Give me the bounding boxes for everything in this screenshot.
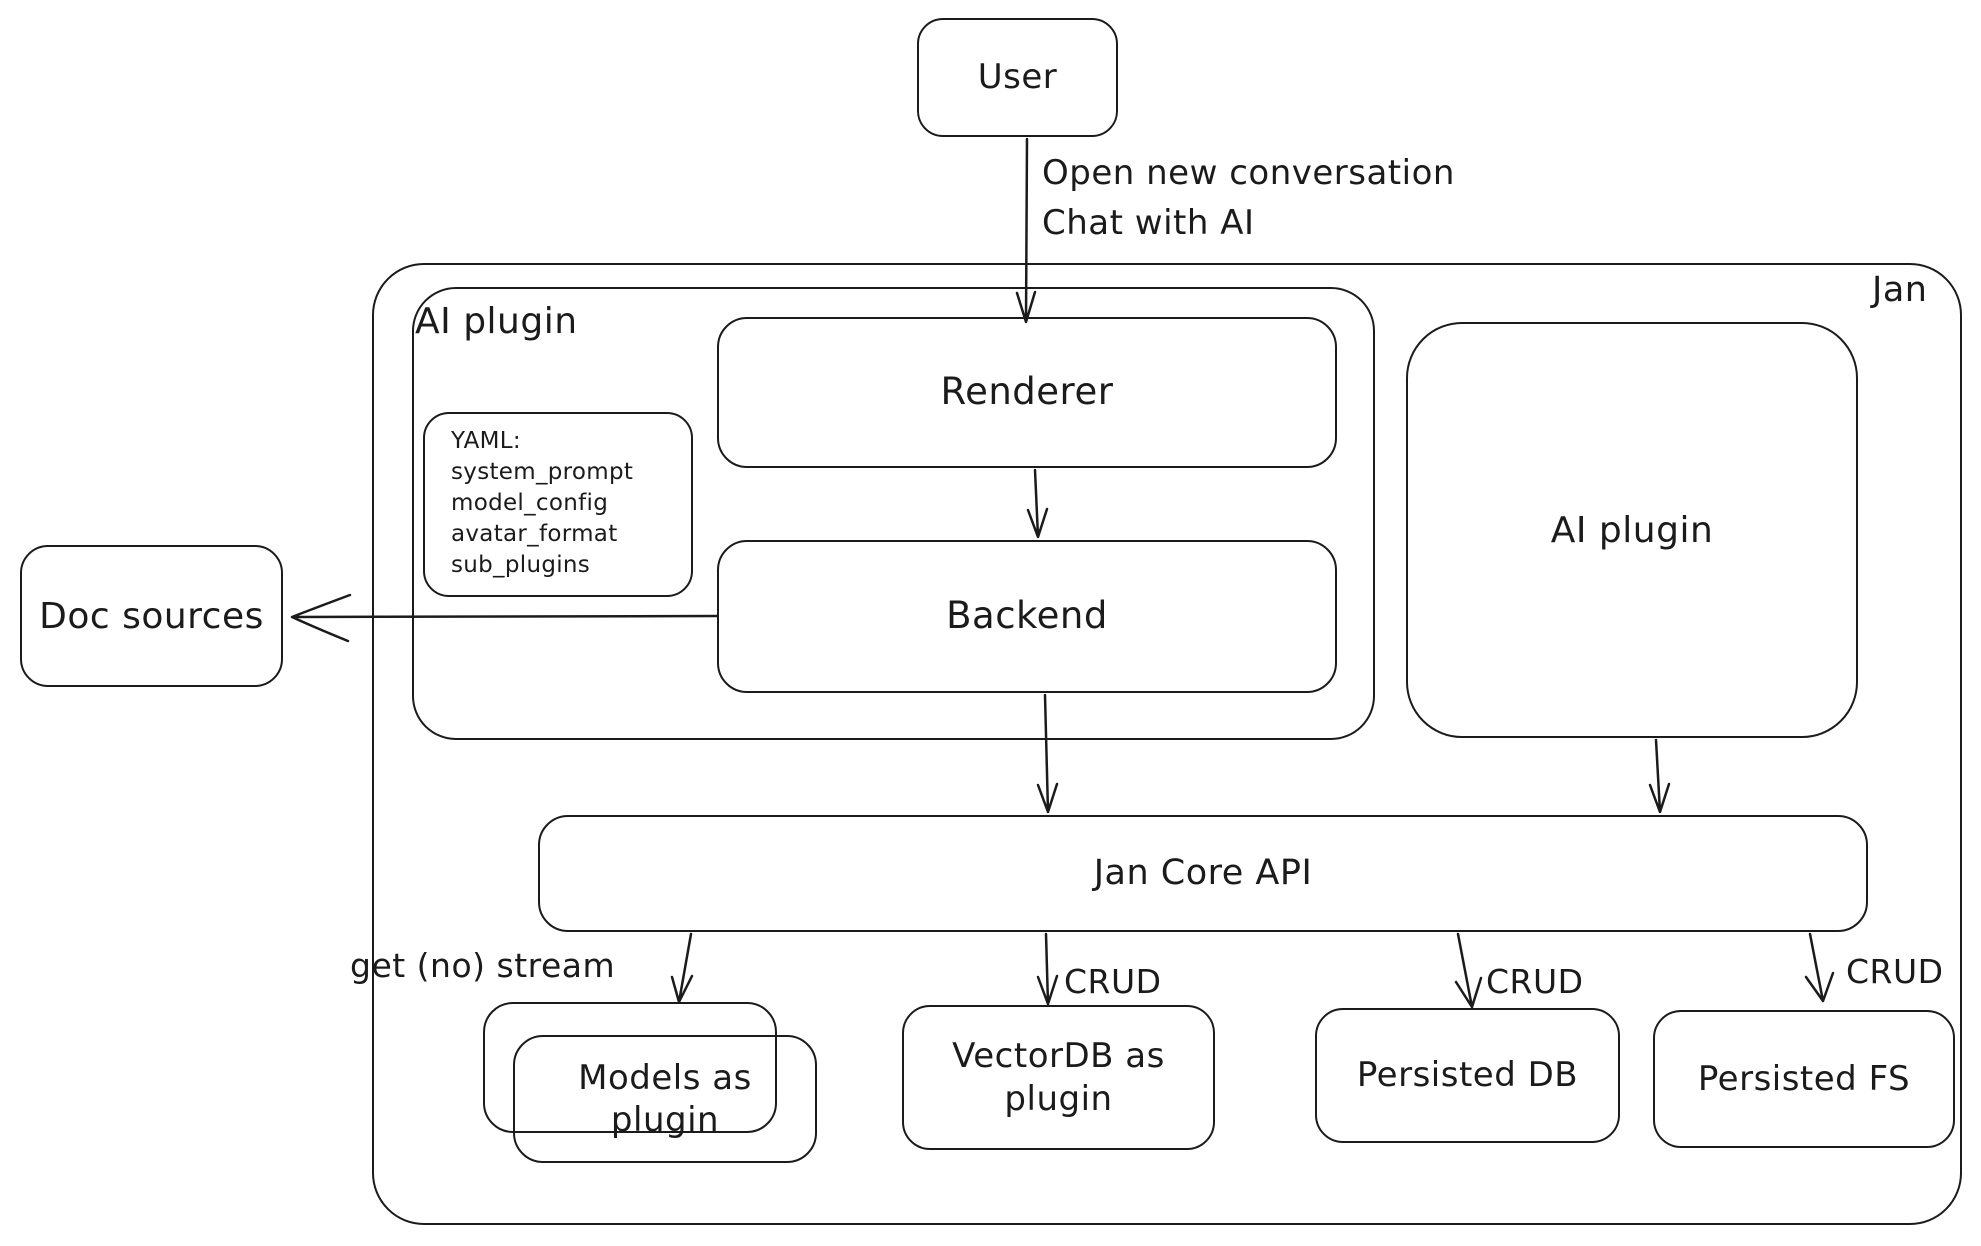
node-renderer: Renderer — [717, 317, 1337, 468]
yaml-line-sub-plugins: sub_plugins — [451, 552, 591, 578]
jan-label: Jan — [1872, 270, 1928, 310]
yaml-line-title: YAML: — [451, 428, 521, 454]
ai-plugin-left-container-box — [412, 287, 1375, 740]
edge-user-action-line2: Chat with AI — [1042, 203, 1255, 243]
edge-vectordb-crud-label: CRUD — [1064, 962, 1162, 1001]
node-vectordb-as-plugin-label: VectorDB as plugin — [952, 1036, 1165, 1119]
node-persisted-db: Persisted DB — [1315, 1008, 1620, 1143]
edge-persisted-db-crud-label: CRUD — [1486, 962, 1584, 1001]
node-backend-label: Backend — [946, 594, 1108, 638]
yaml-note-box: YAML: system_prompt model_config avatar_… — [423, 412, 693, 597]
node-renderer-label: Renderer — [940, 370, 1114, 414]
node-user: User — [917, 18, 1118, 137]
node-vectordb-as-plugin: VectorDB as plugin — [902, 1005, 1215, 1150]
edge-get-no-stream-label: get (no) stream — [350, 946, 616, 985]
yaml-line-model-config: model_config — [451, 490, 609, 516]
node-persisted-fs: Persisted FS — [1653, 1010, 1955, 1148]
node-jan-core-api-label: Jan Core API — [1093, 852, 1313, 893]
yaml-line-avatar-format: avatar_format — [451, 521, 618, 547]
yaml-note-text: YAML: system_prompt model_config avatar_… — [425, 414, 633, 581]
edge-persisted-fs-crud-label: CRUD — [1846, 952, 1944, 991]
node-persisted-db-label: Persisted DB — [1356, 1055, 1579, 1096]
node-models-as-plugin: Models as plugin — [513, 1035, 817, 1163]
node-backend: Backend — [717, 540, 1337, 693]
node-doc-sources-label: Doc sources — [39, 595, 264, 637]
node-models-as-plugin-label: Models as plugin — [578, 1057, 752, 1141]
ai-plugin-left-label: AI plugin — [415, 301, 578, 342]
node-jan-core-api: Jan Core API — [538, 815, 1868, 932]
yaml-line-system-prompt: system_prompt — [451, 459, 634, 485]
node-models-as-plugin-back-box — [483, 1002, 777, 1133]
jan-container-box — [372, 263, 1962, 1225]
node-ai-plugin-right-label: AI plugin — [1550, 509, 1714, 551]
node-doc-sources: Doc sources — [20, 545, 283, 687]
node-user-label: User — [977, 57, 1058, 98]
node-ai-plugin-right: AI plugin — [1406, 322, 1858, 738]
edge-user-action-label: Open new conversation Chat with AI — [1042, 148, 1455, 248]
edge-user-action-line1: Open new conversation — [1042, 153, 1455, 193]
node-persisted-fs-label: Persisted FS — [1697, 1058, 1911, 1099]
